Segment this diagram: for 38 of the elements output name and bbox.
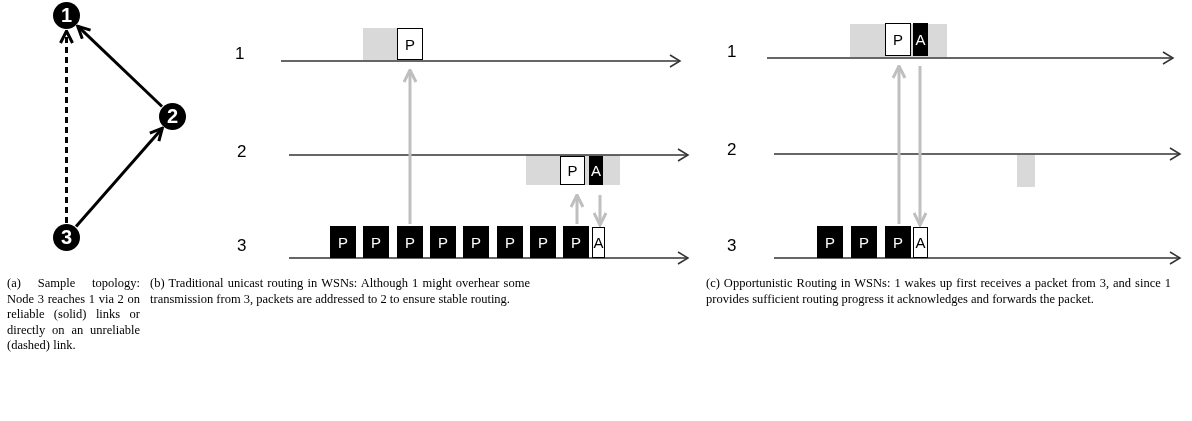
packet-block: P — [530, 226, 556, 258]
caption: (c) Opportunistic Routing in WSNs: 1 wakes up first receives a packet from 3, and since 1 provides sufficient routing progress it acknowledges and forwards the packet. — [706, 276, 1171, 307]
node-circle: 3 — [53, 224, 80, 251]
packet-block: P — [563, 226, 589, 258]
node-circle: 1 — [53, 2, 80, 29]
row-label: 1 — [235, 44, 245, 64]
caption: (b) Traditional unicast routing in WSNs: Although 1 might overhear some transmission from 3, packets are addressed to 2 to ensure stable routing. — [150, 276, 530, 307]
arrow — [891, 64, 907, 224]
packet-block: P — [430, 226, 456, 258]
row-label: 1 — [727, 42, 737, 62]
packet-block: P — [885, 226, 911, 258]
packet-block: P — [330, 226, 356, 258]
packet-block: A — [913, 227, 928, 258]
packet-block: P — [851, 226, 877, 258]
packet-block: P — [463, 226, 489, 258]
packet-block: P — [817, 226, 843, 258]
packet-block: A — [913, 23, 928, 56]
packet-block: P — [560, 156, 585, 185]
arrow — [912, 66, 928, 227]
arrow — [74, 126, 164, 228]
caption: (a) Sample topology: Node 3 reaches 1 via 2 on reliable (solid) links or directly on an unreliable (dashed) link. — [7, 276, 140, 354]
node-circle: 2 — [159, 103, 186, 130]
packet-block: P — [363, 226, 389, 258]
arrow — [569, 193, 585, 224]
arrow — [76, 24, 164, 108]
packet-block: A — [592, 227, 605, 258]
row-label: 2 — [727, 140, 737, 160]
row-label: 3 — [237, 236, 247, 256]
packet-block: A — [589, 156, 603, 185]
packet-block: P — [397, 226, 423, 258]
row-label: 3 — [727, 236, 737, 256]
packet-block: P — [497, 226, 523, 258]
arrow — [59, 29, 74, 223]
packet-block: P — [885, 23, 911, 56]
arrow — [402, 68, 418, 224]
row-label: 2 — [237, 142, 247, 162]
arrow — [592, 195, 608, 227]
packet-block: P — [397, 28, 423, 60]
